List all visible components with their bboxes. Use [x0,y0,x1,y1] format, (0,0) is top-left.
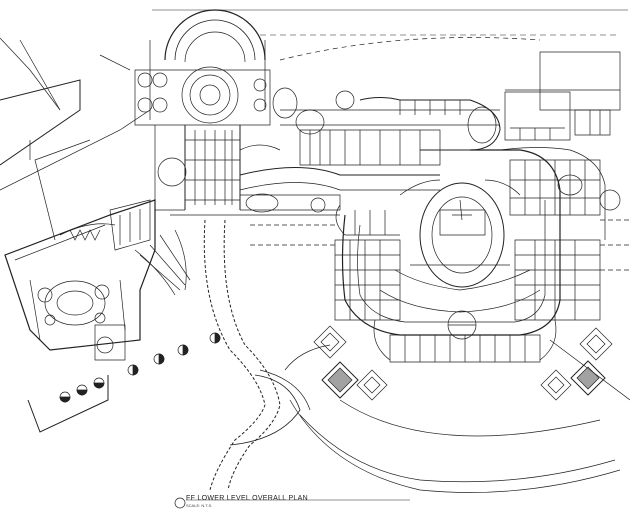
title-marker [174,497,410,509]
site-boundary-top [99,9,628,111]
northeast-wing [359,91,611,151]
east-corridor [170,87,500,216]
drawing-title-block: FF LOWER LEVEL OVERALL PLAN SCALE: N.T.S… [172,495,412,510]
southwest-building [4,199,156,351]
property-boundary-lower-left [27,375,109,433]
rotunda-north [134,9,271,126]
tree-markers [59,332,221,403]
drawing-title: FF LOWER LEVEL OVERALL PLAN [186,495,308,502]
diamond-pavilions [313,325,613,401]
property-boundary-left [0,37,151,241]
central-gallery [154,125,281,211]
residential-rooms-east [499,147,621,321]
east-extension-dashed [250,219,630,271]
lower-site-arcs [229,339,630,493]
winding-walkway [203,219,281,491]
east-residential-ring [341,149,561,340]
residential-rooms-west [334,204,401,321]
south-arc-rooms [373,319,557,363]
south-fan-structure [94,229,191,361]
drawing-scale-note: SCALE: N.T.S. [186,503,213,508]
